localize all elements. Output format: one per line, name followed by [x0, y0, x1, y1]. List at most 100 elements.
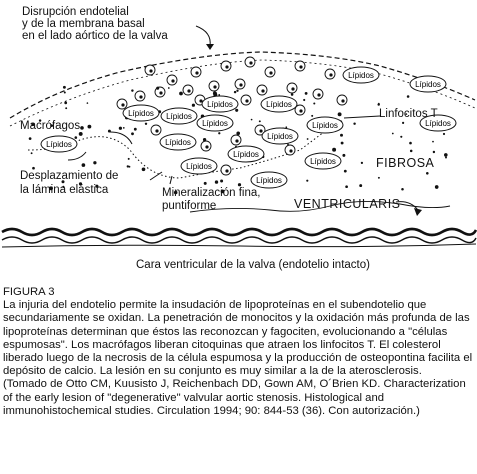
foam-cell-nucleus [239, 83, 243, 87]
foam-cell-nucleus [159, 91, 163, 95]
foam-cell-nucleus [317, 93, 321, 97]
foam-cell-nucleus [291, 87, 295, 91]
foam-cell-nucleus [299, 65, 303, 69]
calcium-dot [133, 127, 137, 131]
lipid-droplet: Lípidos [250, 171, 288, 189]
foam-cell-nucleus [341, 99, 345, 103]
calcium-dot [81, 163, 86, 167]
calcium-dot [236, 131, 241, 136]
calcium-dot [313, 102, 316, 105]
calcium-dot [131, 132, 134, 136]
calcium-dot [306, 179, 309, 182]
calcium-dot [444, 153, 448, 157]
desplazamiento-label-line-1: Desplazamiento de [20, 170, 119, 182]
lipid-label: Lípidos [165, 138, 191, 147]
calcium-dot [173, 190, 178, 195]
macrofagos-arrow-2 [67, 151, 87, 161]
disruption-label-line-2: y de la membrana basal [22, 18, 145, 30]
lipid-label: Lípidos [425, 119, 451, 128]
foam-cell-nucleus [121, 103, 125, 107]
lipid-oval [196, 114, 234, 132]
calcium-dot [28, 137, 32, 140]
calcium-dot [306, 138, 309, 140]
lipid-oval [261, 127, 299, 145]
calcium-dot [78, 182, 83, 186]
lipid-droplet: Lípidos [260, 95, 298, 113]
lipid-oval [227, 145, 265, 163]
calcium-dot [235, 108, 239, 112]
calcium-dot [61, 180, 65, 184]
linfocitos-label: Linfocitos T [379, 108, 438, 120]
caption-body: La injuria del endotelio permite la insu… [3, 299, 473, 378]
calcium-dot [86, 102, 89, 104]
disruption-arrowhead [206, 44, 214, 50]
lipid-droplet: Lípidos [180, 157, 218, 175]
calcium-dot [304, 92, 308, 95]
lipid-oval [201, 95, 239, 113]
lipid-droplet: Lípidos [304, 152, 342, 170]
lipid-label: Lípidos [186, 162, 212, 171]
calcium-dot [212, 91, 217, 96]
lesion-border [27, 119, 341, 179]
calcium-dot [233, 90, 237, 94]
lipid-oval [40, 135, 78, 153]
calcium-dot [62, 185, 65, 188]
lipid-oval [122, 104, 160, 122]
calcium-dot [87, 124, 92, 129]
lipid-oval [306, 116, 344, 134]
calcium-dot [434, 185, 439, 189]
foam-cell-nucleus [139, 95, 143, 99]
lipid-oval [419, 114, 457, 132]
foam-cell-nucleus [225, 169, 229, 173]
calcium-dot [32, 166, 35, 170]
calcium-dot [50, 124, 54, 127]
calcium-dot [406, 95, 410, 98]
calcium-dot [340, 141, 344, 145]
calcium-dot [332, 147, 337, 152]
calcium-dot [402, 121, 405, 124]
desplazamiento-arrow [149, 171, 163, 181]
calcium-dot [401, 188, 404, 191]
ventricularis-arrowhead [414, 208, 422, 216]
calcium-dot [31, 123, 35, 127]
calcium-dot [202, 138, 207, 142]
lipid-label: Lípidos [166, 112, 192, 121]
calcium-dot [220, 189, 225, 194]
lipid-droplet: Lípidos [261, 127, 299, 145]
desplazamiento-label-line-2: la lámina elástica [20, 184, 109, 196]
calcium-dot [167, 87, 170, 89]
lipid-droplet: Lípidos [201, 95, 239, 113]
calcium-dot [218, 94, 221, 96]
calcium-dot [345, 185, 348, 189]
calcium-dot [191, 103, 195, 107]
calcium-dot [74, 136, 78, 139]
calcium-dot [391, 132, 394, 135]
disruption-label-line-3: en el lado aórtico de la valva [22, 30, 168, 42]
foam-cell-nucleus [195, 71, 199, 75]
calcium-dot [95, 184, 99, 188]
calcium-dot [337, 112, 342, 117]
lipid-droplet: Lípidos [342, 66, 380, 84]
calcium-dot [126, 165, 129, 168]
foam-cell-nucleus [225, 65, 229, 69]
calcium-dot [78, 131, 83, 136]
lipid-label: Lípidos [207, 100, 233, 109]
lipid-label: Lípidos [202, 119, 228, 128]
calcium-dot [405, 113, 408, 115]
calcium-dot [63, 91, 66, 94]
calcium-dot [426, 172, 429, 175]
lipid-label: Lípidos [46, 140, 72, 149]
calcium-dot [80, 126, 84, 130]
lipid-label: Lípidos [415, 80, 441, 89]
lipid-droplet: Lípidos [159, 133, 197, 151]
calcium-dot [107, 129, 111, 133]
disruption-label-line-1: Disrupción endotelial [22, 6, 129, 18]
fibrosa-label: FIBROSA [376, 156, 435, 170]
calcium-dot [290, 93, 294, 96]
elastic-lamina-line-1 [1, 227, 477, 237]
calcium-dot [218, 132, 221, 135]
lipid-droplet: Lípidos [122, 104, 160, 122]
foam-cell-nucleus [329, 73, 333, 77]
